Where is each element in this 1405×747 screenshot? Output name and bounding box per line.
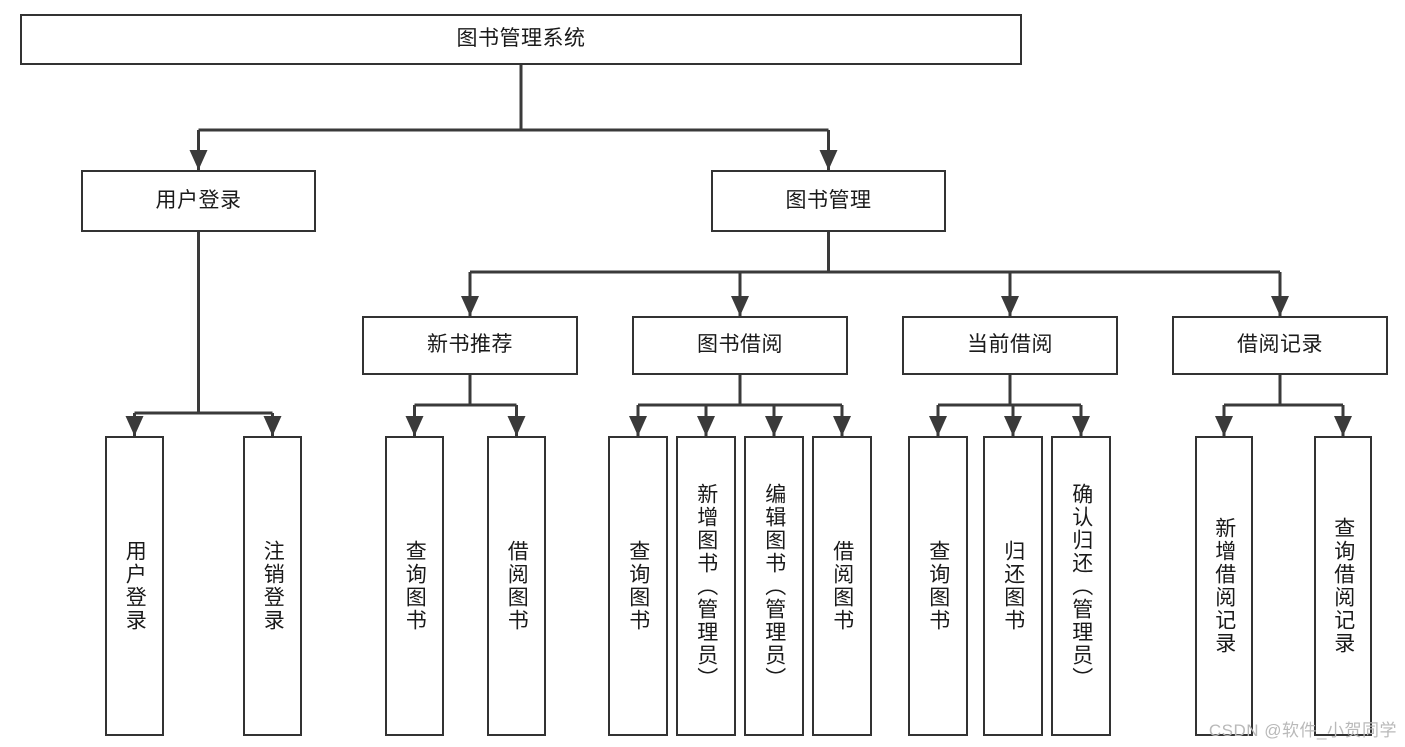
node-leaf-new-1[interactable]: 查询图书 — [385, 436, 444, 736]
node-label: 查询图书 — [926, 540, 950, 632]
node-newbook[interactable]: 新书推荐 — [362, 316, 578, 375]
node-label: 新增借阅记录 — [1212, 517, 1236, 655]
node-label: 查询借阅记录 — [1331, 517, 1355, 655]
node-label: 查询图书 — [626, 540, 650, 632]
node-records[interactable]: 借阅记录 — [1172, 316, 1388, 375]
node-label: 归还图书 — [1001, 540, 1025, 632]
node-leaf-login-2[interactable]: 注销登录 — [243, 436, 302, 736]
node-leaf-rec-2[interactable]: 查询借阅记录 — [1314, 436, 1372, 736]
node-leaf-cur-1[interactable]: 查询图书 — [908, 436, 968, 736]
node-label: 借阅图书 — [830, 540, 854, 632]
node-label: 新增图书（管理员） — [694, 482, 718, 690]
node-leaf-bor-3[interactable]: 编辑图书（管理员） — [744, 436, 804, 736]
node-label: 图书借阅 — [697, 333, 783, 357]
node-label: 新书推荐 — [427, 333, 513, 357]
node-leaf-rec-1[interactable]: 新增借阅记录 — [1195, 436, 1253, 736]
node-label: 用户登录 — [155, 188, 242, 212]
node-label: 借阅记录 — [1237, 333, 1323, 357]
node-root[interactable]: 图书管理系统 — [20, 14, 1022, 65]
node-borrow[interactable]: 图书借阅 — [632, 316, 848, 375]
node-leaf-bor-4[interactable]: 借阅图书 — [812, 436, 872, 736]
node-leaf-login-1[interactable]: 用户登录 — [105, 436, 164, 736]
node-login[interactable]: 用户登录 — [81, 170, 316, 232]
node-label: 用户登录 — [123, 540, 147, 632]
node-label: 编辑图书（管理员） — [762, 482, 786, 690]
node-bookmgmt[interactable]: 图书管理 — [711, 170, 946, 232]
node-label: 当前借阅 — [967, 333, 1053, 357]
node-leaf-bor-2[interactable]: 新增图书（管理员） — [676, 436, 736, 736]
node-leaf-cur-3[interactable]: 确认归还（管理员） — [1051, 436, 1111, 736]
node-label: 注销登录 — [261, 540, 285, 632]
node-current[interactable]: 当前借阅 — [902, 316, 1118, 375]
node-label: 借阅图书 — [505, 540, 529, 632]
node-leaf-new-2[interactable]: 借阅图书 — [487, 436, 546, 736]
node-label: 图书管理系统 — [456, 27, 586, 51]
node-label: 查询图书 — [403, 540, 427, 632]
node-label: 确认归还（管理员） — [1069, 482, 1093, 690]
node-leaf-bor-1[interactable]: 查询图书 — [608, 436, 668, 736]
node-label: 图书管理 — [785, 188, 872, 212]
watermark: CSDN @软件_小贺同学 — [1208, 721, 1397, 740]
node-leaf-cur-2[interactable]: 归还图书 — [983, 436, 1043, 736]
